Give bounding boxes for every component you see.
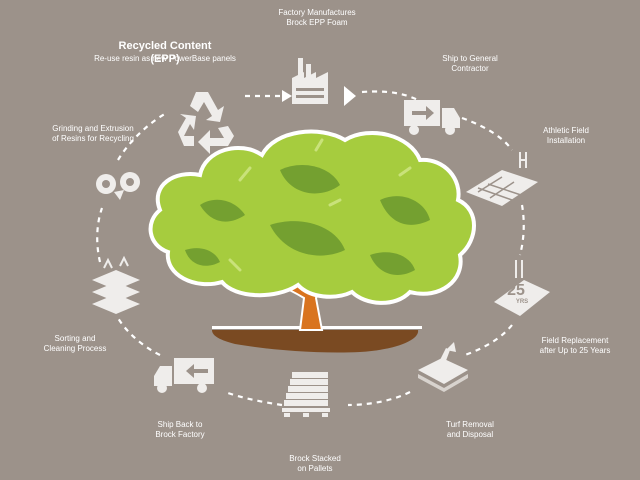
step-label-field-installation: Athletic Field Installation xyxy=(543,126,589,145)
step-label-ship-back: Ship Back to Brock Factory xyxy=(155,420,205,439)
tree-foliage xyxy=(148,129,476,305)
recycled-content-title: Recycled Content (EPP) xyxy=(118,40,212,65)
arrow-to-truck xyxy=(344,86,356,106)
grinder-icon xyxy=(96,172,140,200)
turf-removal-icon xyxy=(418,342,468,392)
step-label-pallets: Brock Stacked on Pallets xyxy=(289,454,341,473)
step-label-factory: Factory Manufactures Brock EPP Foam xyxy=(278,8,356,27)
pallet-stack-icon xyxy=(282,372,330,417)
calendar-number: 25 xyxy=(507,282,525,299)
truck-icon xyxy=(404,100,460,135)
field-panels-icon xyxy=(466,152,538,206)
factory-icon xyxy=(292,58,328,104)
truck-back-icon xyxy=(154,358,214,393)
recycled-content-subtitle: Re-use resin as new PowerBase panels xyxy=(94,54,236,63)
step-label-turf-removal: Turf Removal and Disposal xyxy=(446,420,494,439)
cycle-arrows xyxy=(282,86,356,106)
soil xyxy=(212,330,419,353)
recycle-icon xyxy=(178,92,234,154)
cycle-path xyxy=(96,90,525,407)
calendar-25-years-icon xyxy=(494,260,550,316)
step-label-ship-contractor: Ship to General Contractor xyxy=(442,54,498,73)
step-label-field-replacement: Field Replacement after Up to 25 Years xyxy=(539,336,611,355)
sorting-icon xyxy=(92,255,140,314)
step-label-sorting: Sorting and Cleaning Process xyxy=(43,334,107,353)
step-label-grinding: Grinding and Extrusion of Resins for Rec… xyxy=(52,124,134,143)
calendar-unit: YRS xyxy=(515,299,529,305)
